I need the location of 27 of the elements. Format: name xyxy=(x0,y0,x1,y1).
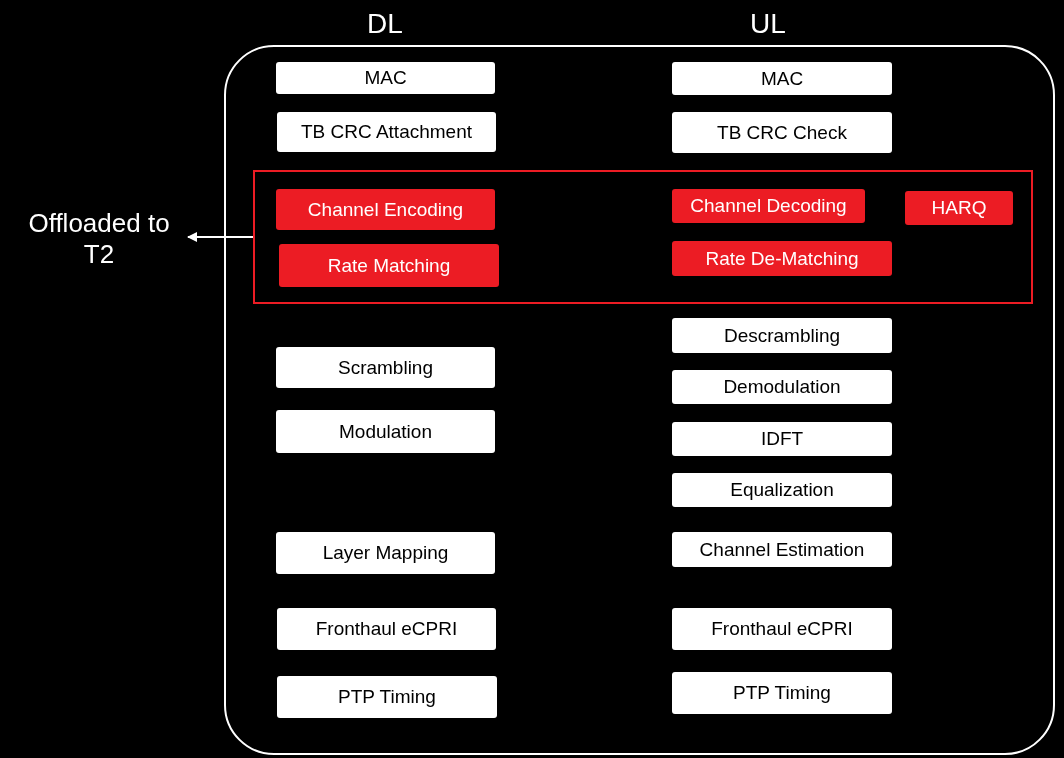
arrow xyxy=(187,232,254,242)
process-box: Fronthaul eCPRI xyxy=(277,608,496,650)
process-box: PTP Timing xyxy=(672,672,892,714)
process-box: PTP Timing xyxy=(277,676,497,718)
process-box: Demodulation xyxy=(672,370,892,404)
offloaded-process-box: HARQ xyxy=(905,191,1013,225)
offloaded-process-box: Rate De-Matching xyxy=(672,241,892,276)
process-box: Fronthaul eCPRI xyxy=(672,608,892,650)
offloaded-process-box: Rate Matching xyxy=(279,244,499,287)
process-box: Channel Estimation xyxy=(672,532,892,567)
process-box: IDFT xyxy=(672,422,892,456)
process-box: MAC xyxy=(276,62,495,94)
process-box: Descrambling xyxy=(672,318,892,353)
column-heading: DL xyxy=(366,8,404,40)
annotation-text: Offloaded to T2 xyxy=(10,203,188,275)
column-heading: UL xyxy=(749,8,787,40)
process-box: TB CRC Attachment xyxy=(277,112,496,152)
process-box: TB CRC Check xyxy=(672,112,892,153)
process-box: Modulation xyxy=(276,410,495,453)
offloaded-process-box: Channel Decoding xyxy=(672,189,865,223)
offloaded-process-box: Channel Encoding xyxy=(276,189,495,230)
process-box: Scrambling xyxy=(276,347,495,388)
container-frame xyxy=(224,45,1055,755)
process-box: Layer Mapping xyxy=(276,532,495,574)
offload-group-frame xyxy=(253,170,1033,304)
process-box: Equalization xyxy=(672,473,892,507)
process-box: MAC xyxy=(672,62,892,95)
